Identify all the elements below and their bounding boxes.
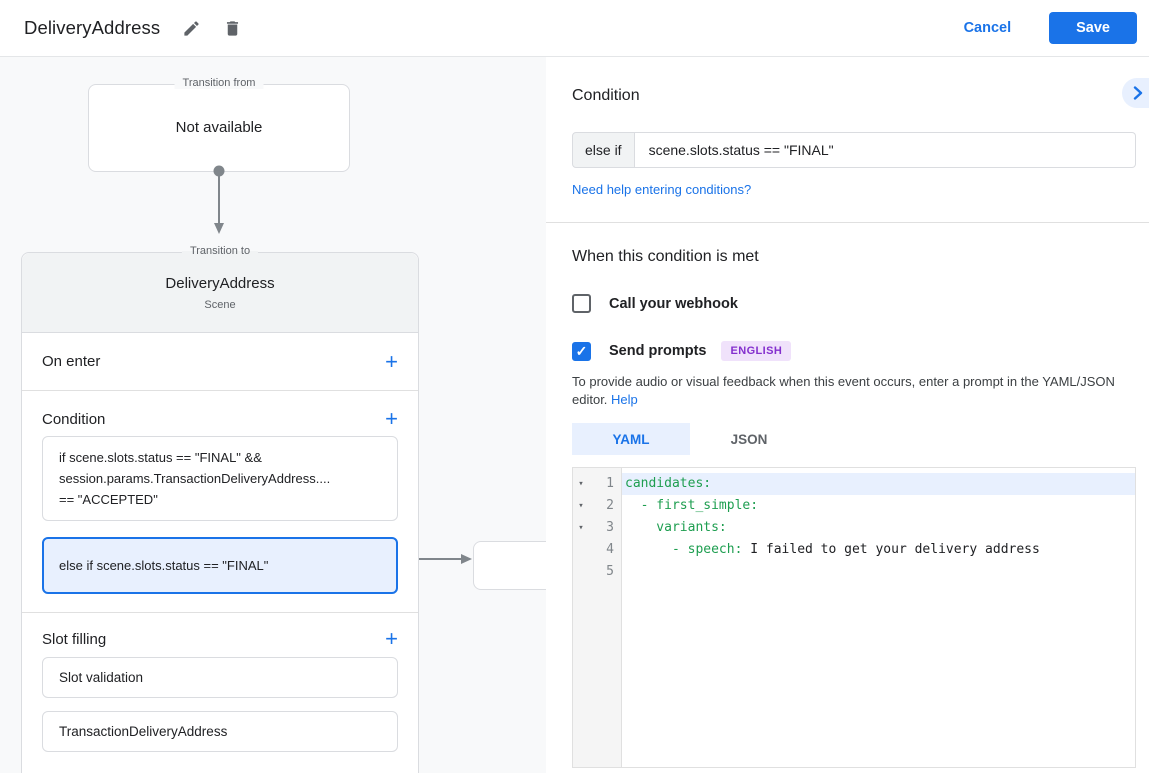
slot-filling-section: Slot filling + Slot validation Transacti…: [22, 613, 418, 752]
condition-prefix-label: else if: [572, 132, 635, 168]
scene-card: Transition to DeliveryAddress Scene On e…: [21, 245, 419, 773]
panel-divider: [546, 222, 1149, 223]
condition-section: Condition + if scene.slots.status == "FI…: [22, 391, 418, 613]
conditions-help-link[interactable]: Need help entering conditions?: [572, 182, 752, 197]
condition-item-if[interactable]: if scene.slots.status == "FINAL" && sess…: [42, 436, 398, 521]
yaml-value: I failed to get your delivery address: [750, 542, 1040, 557]
slot-validation-item[interactable]: Slot validation: [42, 657, 398, 698]
send-prompts-label: Send prompts: [609, 343, 707, 359]
gutter-row: ▾ 1: [573, 473, 621, 495]
connector-arrow-down: [213, 165, 225, 234]
line-number: 3: [606, 520, 614, 535]
language-badge: ENGLISH: [721, 341, 792, 361]
code-line: - first_simple:: [622, 495, 1135, 517]
cancel-button[interactable]: Cancel: [954, 12, 1022, 44]
gutter-row: 5: [573, 561, 621, 583]
webhook-row: Call your webhook: [572, 294, 1136, 313]
tab-json[interactable]: JSON: [690, 423, 808, 455]
editor-code-area[interactable]: candidates: - first_simple: variants: - …: [622, 468, 1135, 767]
gutter-row: ▾ 2: [573, 495, 621, 517]
slot-filling-header: Slot filling +: [22, 626, 418, 651]
slot-filling-title: Slot filling: [42, 630, 107, 648]
condition-line: == "ACCEPTED": [59, 492, 158, 507]
call-webhook-label: Call your webhook: [609, 295, 738, 312]
top-bar: DeliveryAddress Cancel Save: [0, 0, 1149, 57]
condition-expression-input[interactable]: [634, 132, 1136, 168]
transition-from-content: Not available: [175, 119, 263, 136]
topbar-actions: Cancel Save: [954, 12, 1137, 44]
condition-expression-row: else if: [572, 132, 1136, 168]
scene-graph-canvas: Transition from Not available Transition…: [0, 57, 546, 773]
collapse-panel-button[interactable]: [1122, 78, 1149, 108]
delete-scene-button[interactable]: [219, 15, 246, 42]
code-line: variants:: [622, 517, 1135, 539]
code-line: - speech: I failed to get your delivery …: [622, 539, 1135, 561]
yaml-key: - first_simple:: [625, 498, 759, 513]
scene-card-header: DeliveryAddress Scene: [22, 253, 418, 333]
condition-title: Condition: [42, 410, 106, 428]
fold-triangle-icon[interactable]: ▾: [578, 523, 584, 533]
call-webhook-checkbox[interactable]: [572, 294, 591, 313]
transition-to-legend: Transition to: [181, 245, 259, 257]
yaml-key: - speech:: [625, 542, 751, 557]
line-number: 1: [606, 476, 614, 491]
editor-format-tabs: YAML JSON: [572, 423, 1136, 455]
tab-yaml[interactable]: YAML: [572, 423, 690, 455]
condition-detail-panel: Condition else if Need help entering con…: [546, 57, 1149, 773]
on-enter-section: On enter +: [22, 333, 418, 391]
add-condition-button[interactable]: +: [385, 406, 398, 431]
target-scene-node[interactable]: [473, 541, 546, 590]
save-button[interactable]: Save: [1049, 12, 1137, 44]
line-number: 5: [606, 564, 614, 579]
edit-title-button[interactable]: [178, 15, 205, 42]
helper-text-body: To provide audio or visual feedback when…: [572, 374, 1115, 407]
trash-icon: [223, 19, 242, 38]
condition-line: if scene.slots.status == "FINAL" &&: [59, 450, 262, 465]
gutter-row: 4: [573, 539, 621, 561]
line-number: 2: [606, 498, 614, 513]
prompt-help-link[interactable]: Help: [611, 392, 638, 407]
gutter-row: ▾ 3: [573, 517, 621, 539]
add-slot-button[interactable]: +: [385, 626, 398, 651]
send-prompts-row: ✓ Send prompts ENGLISH: [572, 341, 1136, 361]
condition-item-else-if-selected[interactable]: else if scene.slots.status == "FINAL": [42, 537, 398, 594]
add-on-enter-button[interactable]: +: [385, 348, 398, 374]
yaml-key: candidates:: [625, 476, 712, 491]
transition-from-legend: Transition from: [174, 77, 264, 89]
scene-type-label: Scene: [204, 299, 236, 311]
chevron-right-icon: [1133, 86, 1143, 100]
yaml-key: variants:: [625, 520, 727, 535]
transition-from-node[interactable]: Transition from Not available: [88, 77, 350, 172]
code-line: [622, 561, 1135, 583]
condition-line: session.params.TransactionDeliveryAddres…: [59, 471, 331, 486]
condition-section-header: Condition +: [22, 406, 418, 431]
fold-triangle-icon[interactable]: ▾: [578, 501, 584, 511]
yaml-code-editor[interactable]: ▾ 1 ▾ 2 ▾ 3 4 5: [572, 467, 1136, 768]
code-line: candidates:: [622, 473, 1135, 495]
slot-item-transaction-delivery-address[interactable]: TransactionDeliveryAddress: [42, 711, 398, 752]
on-enter-title: On enter: [42, 353, 101, 370]
send-prompts-checkbox[interactable]: ✓: [572, 341, 591, 361]
pencil-icon: [182, 19, 201, 38]
condition-line: else if scene.slots.status == "FINAL": [59, 558, 269, 573]
fold-triangle-icon[interactable]: ▾: [578, 479, 584, 489]
when-condition-met-title: When this condition is met: [572, 248, 759, 265]
scene-name: DeliveryAddress: [165, 275, 275, 292]
page-title: DeliveryAddress: [24, 17, 161, 38]
panel-title: Condition: [572, 87, 640, 104]
prompt-helper-text: To provide audio or visual feedback when…: [572, 373, 1136, 409]
editor-gutter: ▾ 1 ▾ 2 ▾ 3 4 5: [573, 468, 622, 767]
checkmark-icon: ✓: [575, 342, 588, 359]
line-number: 4: [606, 542, 614, 557]
